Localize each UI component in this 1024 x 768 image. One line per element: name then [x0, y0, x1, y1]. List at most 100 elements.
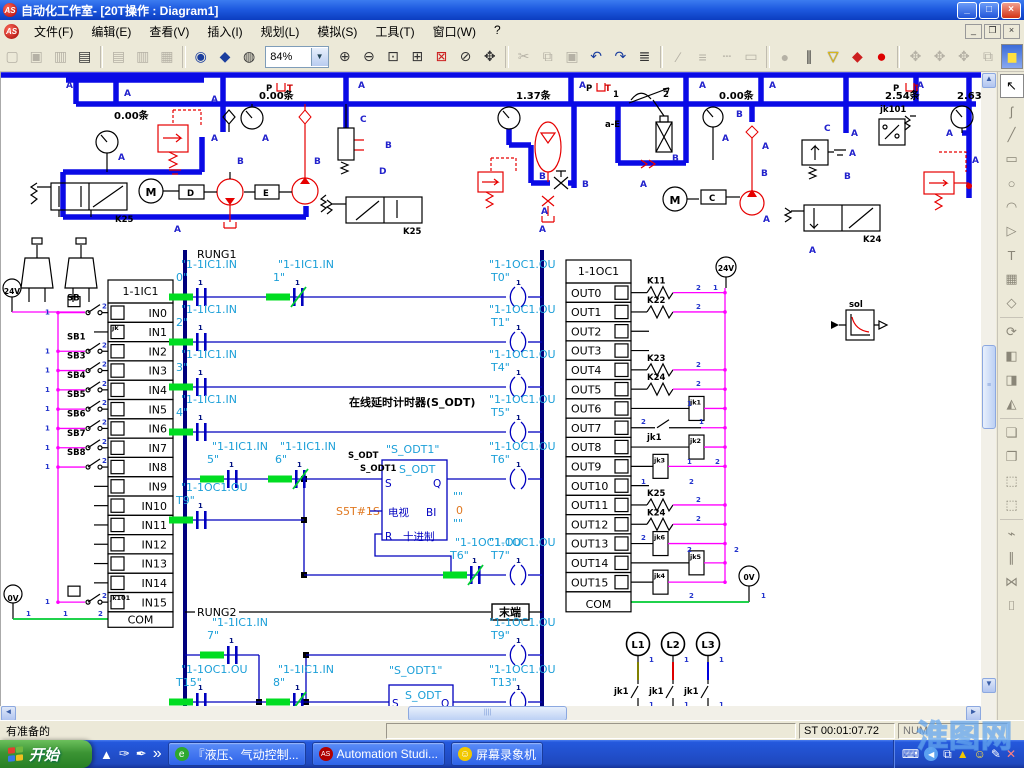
network-tray-icon[interactable]: ⧉ [943, 746, 952, 761]
plot-button[interactable]: ▆ [1001, 44, 1024, 69]
quicklaunch-pen[interactable]: ✒ [135, 746, 147, 761]
zoom-window-button[interactable]: ⊡ [387, 48, 399, 64]
flip-h-tool[interactable]: ◧ [1005, 348, 1018, 363]
menu-simulation[interactable]: 模拟(S) [317, 24, 358, 39]
close-button[interactable]: × [1001, 1, 1021, 19]
select-tool[interactable]: ↖ [999, 74, 1024, 98]
link-doc-button[interactable]: ⧉ [982, 48, 993, 64]
mdi-restore-button[interactable]: ❐ [984, 23, 1001, 39]
keyboard-tray-icon[interactable]: ⌨ [901, 747, 920, 761]
vertical-scroll-thumb[interactable]: ≡ [982, 345, 996, 429]
polygon-tool[interactable]: ▷ [1006, 223, 1017, 238]
quicklaunch-cert[interactable]: ▲ [100, 746, 113, 762]
zoom-level-combo[interactable]: 84%▼ [265, 45, 329, 68]
menu-insert[interactable]: 插入(I) [207, 24, 243, 39]
save-button[interactable]: ▥ [53, 48, 68, 64]
maximize-button[interactable]: □ [979, 1, 999, 19]
connect-tool[interactable]: ⌁ [1007, 526, 1016, 541]
quicklaunch-hand[interactable]: ✑ [118, 746, 130, 761]
horizontal-scroll-thumb[interactable]: |||| [408, 706, 567, 721]
sim-run-button[interactable]: ● [780, 48, 790, 65]
squeeze-tool[interactable]: ⋈ [1005, 574, 1018, 589]
image-tool[interactable]: ▦ [1005, 271, 1018, 286]
quicklaunch-chevron[interactable]: » [152, 745, 162, 762]
line-style-button[interactable]: ┄ [722, 48, 731, 64]
horizontal-scrollbar[interactable]: ◄ |||| ► [0, 706, 981, 721]
copy-button[interactable]: ⧉ [542, 48, 553, 64]
flip-v-tool[interactable]: ◨ [1005, 372, 1018, 387]
vertical-scrollbar[interactable]: ▲ ≡ ▼ [981, 72, 996, 720]
diagram-canvas[interactable]: RUNG2 RUNG1 末端 S_ODT S Q 电视 BI R 十进制 S5T… [0, 72, 982, 706]
hide-tray-icon[interactable]: ◀ [924, 747, 939, 761]
find-button[interactable]: ◍ [243, 48, 256, 64]
zoom-dropdown-button[interactable]: ▼ [310, 47, 328, 66]
rotate-tool[interactable]: ⟳ [1006, 324, 1017, 339]
parallel-tool[interactable]: ∥ [1008, 550, 1015, 565]
preview-button[interactable]: ◉ [194, 48, 207, 64]
diamond-tool[interactable]: ◇ [1006, 295, 1017, 310]
scroll-right-button[interactable]: ► [966, 706, 981, 721]
print-button[interactable]: ▤ [77, 48, 92, 64]
menu-layout[interactable]: 规划(L) [260, 24, 300, 39]
paste-button[interactable]: ▣ [565, 48, 579, 64]
arc-tool[interactable]: ◠ [1005, 199, 1018, 214]
send-back-tool[interactable]: ❐ [1005, 449, 1018, 464]
text-tool[interactable]: T [1007, 247, 1016, 263]
zoom-dynamic-button[interactable]: ⊘ [459, 48, 472, 64]
open-button[interactable]: ▣ [29, 48, 43, 64]
ellipse-tool[interactable]: ○ [1007, 175, 1016, 191]
scroll-down-button[interactable]: ▼ [982, 678, 996, 693]
sim-pause-button[interactable]: ∥ [805, 48, 813, 64]
component-list-button[interactable]: ▥ [136, 48, 150, 64]
zoom-all-button[interactable]: ⊠ [435, 48, 448, 64]
sim-slow-button[interactable]: ▽ [827, 48, 839, 64]
link-tool[interactable]: ʃ [1010, 103, 1013, 119]
scroll-left-button[interactable]: ◄ [1, 706, 16, 721]
properties-button[interactable]: ≣ [638, 48, 651, 64]
grab-doc2-button[interactable]: ✥ [933, 48, 946, 64]
sim-step-button[interactable]: ◆ [851, 48, 863, 64]
doc-manager-button[interactable]: ▤ [111, 48, 126, 64]
grab-doc3-button[interactable]: ✥ [957, 48, 970, 64]
grab-doc1-button[interactable]: ✥ [909, 48, 922, 64]
library-button[interactable]: ◆ [219, 48, 231, 64]
report-button[interactable]: ▦ [160, 48, 174, 64]
error-tray-icon[interactable]: ✕ [1005, 747, 1016, 761]
rectangle-tool[interactable]: ▭ [1005, 151, 1018, 166]
menu-window[interactable]: 窗口(W) [432, 24, 476, 39]
menu-tools[interactable]: 工具(T) [375, 24, 415, 39]
warning-tray-icon[interactable]: ▲ [956, 747, 969, 761]
erase-button[interactable]: ▭ [744, 48, 758, 64]
start-button[interactable]: 开始 [0, 740, 92, 768]
line-tool[interactable]: ╱ [1007, 127, 1016, 142]
menu-help[interactable]: ? [493, 22, 501, 37]
mirror-tool[interactable]: ◭ [1006, 396, 1017, 411]
mdi-close-button[interactable]: × [1003, 23, 1020, 39]
line-width-button[interactable]: ≡ [698, 48, 707, 65]
group-tool[interactable]: ⬚ [1005, 473, 1018, 488]
line-tool-button[interactable]: ∕ [677, 48, 680, 65]
new-button[interactable]: ▢ [5, 48, 19, 64]
zoom-page-button[interactable]: ⊞ [411, 48, 424, 64]
pan-button[interactable]: ✥ [483, 48, 496, 64]
zoom-out-button[interactable]: ⊖ [362, 48, 375, 64]
menu-edit[interactable]: 编辑(E) [91, 24, 132, 39]
task-hydraulics-doc[interactable]: e『液压、气动控制... [167, 742, 306, 766]
undo-button[interactable]: ↶ [590, 48, 603, 64]
capsule-tool[interactable]: ⌷ [1007, 598, 1016, 613]
menu-file[interactable]: 文件(F) [34, 24, 74, 39]
smiley-tray-icon[interactable]: ☺ [973, 747, 986, 761]
task-screen-recorder[interactable]: ☺屏幕录象机 [451, 742, 544, 766]
bring-front-tool[interactable]: ❏ [1005, 425, 1018, 440]
minimize-button[interactable]: _ [957, 1, 977, 19]
pen-tray-icon[interactable]: ✎ [990, 747, 1001, 761]
zoom-in-button[interactable]: ⊕ [338, 48, 351, 64]
scroll-up-button[interactable]: ▲ [982, 73, 996, 88]
mdi-minimize-button[interactable]: _ [965, 23, 982, 39]
sim-stop-button[interactable]: ● [876, 46, 887, 66]
redo-button[interactable]: ↷ [614, 48, 627, 64]
menu-view[interactable]: 查看(V) [149, 24, 190, 39]
ungroup-tool[interactable]: ⬚ [1005, 497, 1018, 512]
cut-button[interactable]: ✂ [517, 48, 530, 64]
